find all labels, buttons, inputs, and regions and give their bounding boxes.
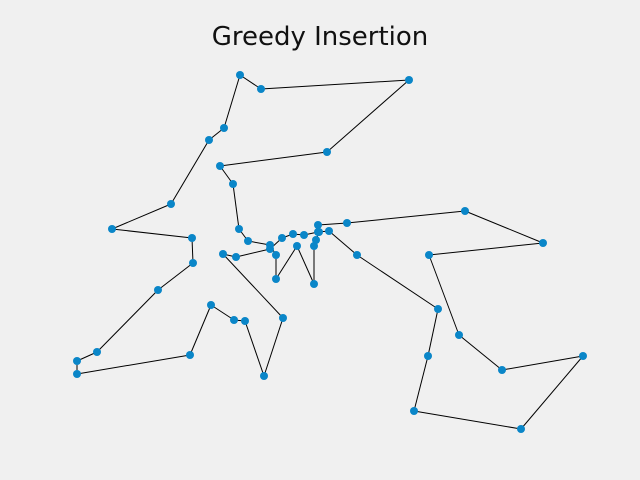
city-point <box>343 219 351 227</box>
city-point <box>236 71 244 79</box>
route-segment <box>232 183 240 230</box>
route-segment <box>427 308 439 357</box>
route-segment <box>428 254 460 336</box>
route-segment <box>223 74 241 129</box>
city-point <box>219 250 227 258</box>
route-segment <box>413 355 429 412</box>
city-point <box>244 237 252 245</box>
city-point <box>323 148 331 156</box>
route-segment <box>111 228 193 239</box>
city-point <box>289 230 297 238</box>
city-point <box>498 366 506 374</box>
city-point <box>405 76 413 84</box>
route-segment <box>260 79 410 90</box>
route-segment <box>191 237 194 264</box>
city-point <box>207 301 215 309</box>
route-segment <box>356 254 439 310</box>
city-point <box>220 124 228 132</box>
route-segment <box>189 304 212 356</box>
route-segment <box>428 242 544 256</box>
route-lines <box>76 74 584 430</box>
city-point <box>154 286 162 294</box>
city-point <box>235 225 243 233</box>
route-points <box>73 71 587 433</box>
city-point <box>93 348 101 356</box>
city-point <box>314 228 322 236</box>
city-point <box>272 275 280 283</box>
city-point <box>279 314 287 322</box>
city-point <box>205 136 213 144</box>
route-segment <box>326 79 410 153</box>
route-segment <box>346 210 466 224</box>
route-segment <box>275 245 298 280</box>
city-point <box>167 200 175 208</box>
route-segment <box>458 334 503 371</box>
city-point <box>260 372 268 380</box>
city-point <box>461 207 469 215</box>
city-point <box>434 305 442 313</box>
city-point <box>257 85 265 93</box>
city-point <box>325 227 333 235</box>
city-point <box>314 221 322 229</box>
route-segment <box>157 262 194 291</box>
route-segment <box>296 245 315 285</box>
city-point <box>312 236 320 244</box>
route-segment <box>328 230 358 256</box>
city-point <box>241 317 249 325</box>
route-segment <box>170 139 210 205</box>
route-segment <box>464 210 544 244</box>
route-segment <box>317 222 348 226</box>
route-segment <box>222 253 284 319</box>
route-segment <box>235 248 271 258</box>
city-point <box>188 234 196 242</box>
route-segment <box>96 289 159 353</box>
route-segment <box>210 304 235 321</box>
city-point <box>73 357 81 365</box>
route-segment <box>76 354 191 375</box>
city-point <box>353 251 361 259</box>
city-point <box>229 180 237 188</box>
route-segment <box>239 74 262 90</box>
city-point <box>266 245 274 253</box>
route-segment <box>520 355 584 430</box>
city-point <box>539 239 547 247</box>
route-segment <box>244 320 265 377</box>
city-point <box>517 425 525 433</box>
city-point <box>425 251 433 259</box>
city-point <box>293 242 301 250</box>
city-point <box>424 352 432 360</box>
city-point <box>310 280 318 288</box>
city-point <box>579 352 587 360</box>
city-point <box>455 331 463 339</box>
city-point <box>300 231 308 239</box>
route-segment <box>413 410 522 430</box>
city-point <box>278 234 286 242</box>
city-point <box>73 370 81 378</box>
city-point <box>216 162 224 170</box>
city-point <box>232 253 240 261</box>
route-segment <box>501 355 584 371</box>
chart-title: Greedy Insertion <box>211 22 429 52</box>
city-point <box>189 259 197 267</box>
route-segment <box>263 317 284 377</box>
city-point <box>410 407 418 415</box>
route-segment <box>111 203 172 230</box>
city-point <box>230 316 238 324</box>
city-point <box>186 351 194 359</box>
city-point <box>108 225 116 233</box>
route-segment <box>219 151 328 167</box>
city-point <box>272 251 280 259</box>
